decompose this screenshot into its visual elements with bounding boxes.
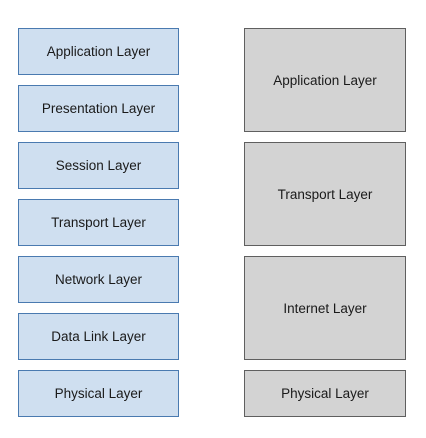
osi-data-link-layer-label: Data Link Layer xyxy=(51,329,146,344)
osi-transport-layer-box: Transport Layer xyxy=(18,199,179,246)
osi-physical-layer-label: Physical Layer xyxy=(54,386,143,401)
tcpip-internet-layer-box: Internet Layer xyxy=(244,256,406,360)
tcpip-physical-layer-label: Physical Layer xyxy=(281,386,369,401)
tcpip-application-layer-label: Application Layer xyxy=(273,72,377,88)
osi-session-layer-box: Session Layer xyxy=(18,142,179,189)
osi-physical-layer-box: Physical Layer xyxy=(18,370,179,417)
tcpip-internet-layer-label: Internet Layer xyxy=(283,300,367,316)
osi-transport-layer-label: Transport Layer xyxy=(51,215,146,230)
tcpip-transport-layer-box: Transport Layer xyxy=(244,142,406,246)
tcpip-application-layer-box: Application Layer xyxy=(244,28,406,132)
osi-session-layer-label: Session Layer xyxy=(55,158,142,173)
tcpip-transport-layer-label: Transport Layer xyxy=(277,186,373,202)
osi-network-layer-box: Network Layer xyxy=(18,256,179,303)
osi-network-layer-label: Network Layer xyxy=(54,272,143,287)
osi-application-layer-box: Application Layer xyxy=(18,28,179,75)
osi-application-layer-label: Application Layer xyxy=(46,44,151,59)
osi-presentation-layer-label: Presentation Layer xyxy=(41,101,156,116)
osi-presentation-layer-box: Presentation Layer xyxy=(18,85,179,132)
osi-data-link-layer-box: Data Link Layer xyxy=(18,313,179,360)
tcpip-physical-layer-box: Physical Layer xyxy=(244,370,406,417)
